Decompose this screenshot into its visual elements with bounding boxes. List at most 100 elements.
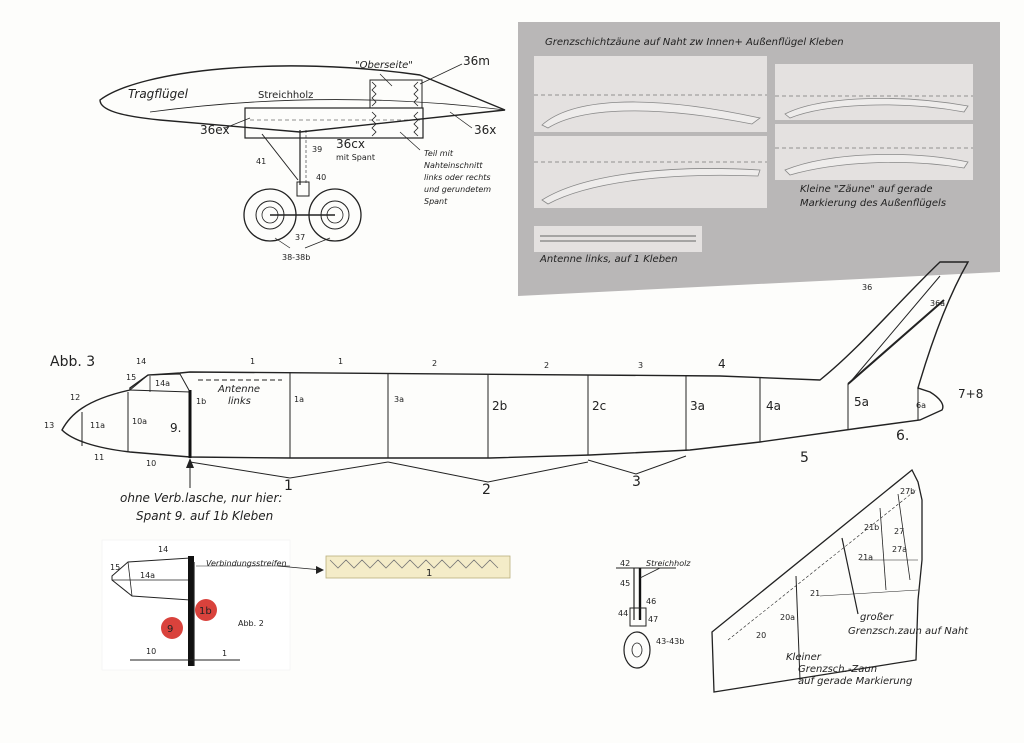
abb3-label: Abb. 3 — [50, 354, 95, 370]
wing-label-21a: 21a — [858, 553, 873, 562]
label-3a-front: 3a — [394, 395, 404, 404]
small-fence-note-1: Kleiner — [786, 652, 822, 663]
label-top-1: 1 — [250, 357, 255, 366]
part-36x-label: 36x — [474, 123, 496, 137]
wing-profile — [99, 65, 506, 133]
joint-label-14a: 14a — [140, 571, 155, 580]
part-37-label: 37 — [295, 233, 305, 242]
outer-wing-outline — [711, 468, 923, 693]
label-2b: 2b — [492, 399, 507, 413]
small-fence-note-1: Kleine "Zäune" auf gerade — [800, 184, 933, 195]
fence-photo-4 — [775, 124, 973, 180]
label-bottom-3: 3 — [632, 474, 641, 490]
marker-circle-9 — [161, 617, 183, 639]
fuselage-outline — [61, 261, 970, 459]
fence-photo-3 — [775, 64, 973, 120]
marker-1b-text: 1b — [199, 606, 212, 617]
strip-label: Verbindungsstreifen — [206, 559, 287, 568]
label-13: 13 — [44, 421, 54, 430]
note-no-strap: ohne Verb.lasche, nur hier: — [120, 491, 282, 505]
gear-label-46: 46 — [646, 597, 656, 606]
marker-9-text: 9 — [167, 624, 173, 635]
photo-panel-title: Grenzschichtzäune auf Naht zw Innen+ Auß… — [545, 37, 844, 48]
photo-panel: Grenzschichtzäune auf Naht zw Innen+ Auß… — [518, 22, 1000, 296]
matchstick-label: Streichholz — [258, 90, 313, 101]
label-11a: 11a — [90, 421, 105, 430]
nacelle — [244, 107, 424, 139]
label-5: 5 — [800, 450, 809, 466]
big-fence-note-2: Grenzsch.zaun auf Naht — [848, 626, 969, 637]
label-36: 36 — [862, 283, 872, 292]
wing-label-21b: 21b — [864, 523, 879, 532]
label-14: 14 — [136, 357, 146, 366]
fence-photo-2 — [534, 136, 767, 208]
antenna-label-1: Antenne — [217, 384, 260, 395]
label-1a: 1a — [294, 395, 304, 404]
label-6a: 6a — [916, 401, 926, 410]
wing-label-20a: 20a — [780, 613, 795, 622]
outer-wing-plan: 20 20a 21 21a 21b 27 27a 27b großer Gren… — [711, 468, 969, 693]
fence-photo-1 — [534, 56, 767, 132]
joint-label-14: 14 — [158, 545, 168, 554]
wing-label-27a: 27a — [892, 545, 907, 554]
label-top-1b: 1 — [338, 357, 343, 366]
label-15: 15 — [126, 373, 136, 382]
joint-detail: 15 14 14a Verbindungsstreifen Abb. 2 9 1… — [101, 539, 511, 671]
note-line-3: links oder rechts — [424, 173, 491, 182]
note-line-2: Nahteinschnitt — [424, 161, 483, 170]
label-10a: 10a — [132, 417, 147, 426]
label-2c: 2c — [592, 399, 606, 413]
part-38-label: 38-38b — [282, 253, 310, 262]
label-4a: 4a — [766, 399, 781, 413]
antenna-note: Antenne links, auf 1 Kleben — [539, 254, 678, 265]
with-frame-label: mit Spant — [336, 153, 375, 162]
wing-label-20: 20 — [756, 631, 766, 640]
abb2-label: Abb. 2 — [238, 619, 264, 628]
part-39-label: 39 — [312, 145, 322, 154]
wing-label-21: 21 — [810, 589, 820, 598]
label-bottom-1: 1 — [284, 478, 293, 494]
gear-label-43: 43-43b — [656, 637, 684, 646]
main-wheels — [243, 188, 362, 242]
gear-label-42: 42 — [620, 559, 630, 568]
label-3a: 3a — [690, 399, 705, 413]
label-top-3: 3 — [638, 361, 643, 370]
joint-label-15: 15 — [110, 563, 120, 572]
wing-label-27b: 27b — [900, 487, 915, 496]
note-line-5: Spant — [424, 197, 448, 206]
label-12: 12 — [70, 393, 80, 402]
label-14a: 14a — [155, 379, 170, 388]
small-fence-note-2: Grenzsch.-Zaun — [798, 664, 877, 675]
label-top-2: 2 — [432, 359, 437, 368]
fuselage-drawing: Abb. 3 14 15 14a 12 13 1 — [44, 261, 983, 523]
wing-label: Tragflügel — [128, 87, 189, 101]
gear-label-44: 44 — [618, 609, 628, 618]
small-fence-note-3: auf gerade Markierung — [798, 676, 912, 687]
label-9: 9. — [170, 421, 181, 435]
antenna-label-2: links — [228, 396, 251, 407]
note-line-1: Teil mit — [424, 149, 454, 158]
part-36ex-label: 36ex — [200, 123, 230, 137]
connection-strip: 1 — [325, 555, 511, 579]
gear-label-45: 45 — [620, 579, 630, 588]
nose-wheel — [623, 631, 651, 669]
label-top-4: 4 — [718, 357, 726, 371]
joint-label-1: 1 — [222, 649, 227, 658]
label-7-8: 7+8 — [958, 387, 983, 401]
gear-label-47: 47 — [648, 615, 658, 624]
note-frame-9: Spant 9. auf 1b Kleben — [136, 509, 273, 523]
joint-label-10: 10 — [146, 647, 156, 656]
part-36m-label: 36m — [463, 54, 490, 68]
label-top-2b: 2 — [544, 361, 549, 370]
big-fence-note-1: großer — [860, 612, 894, 623]
label-bottom-2: 2 — [482, 482, 491, 498]
part-40-label: 40 — [316, 173, 326, 182]
antenna-photo — [534, 226, 702, 252]
marker-circle-1b — [195, 599, 217, 621]
wing-label-27: 27 — [894, 527, 904, 536]
frame-9-bar — [188, 556, 194, 666]
nose-gear-detail: 42 Streichholz 45 46 44 47 43-43b — [616, 559, 691, 669]
label-1b: 1b — [196, 397, 206, 406]
label-36a: 36a — [930, 299, 945, 308]
